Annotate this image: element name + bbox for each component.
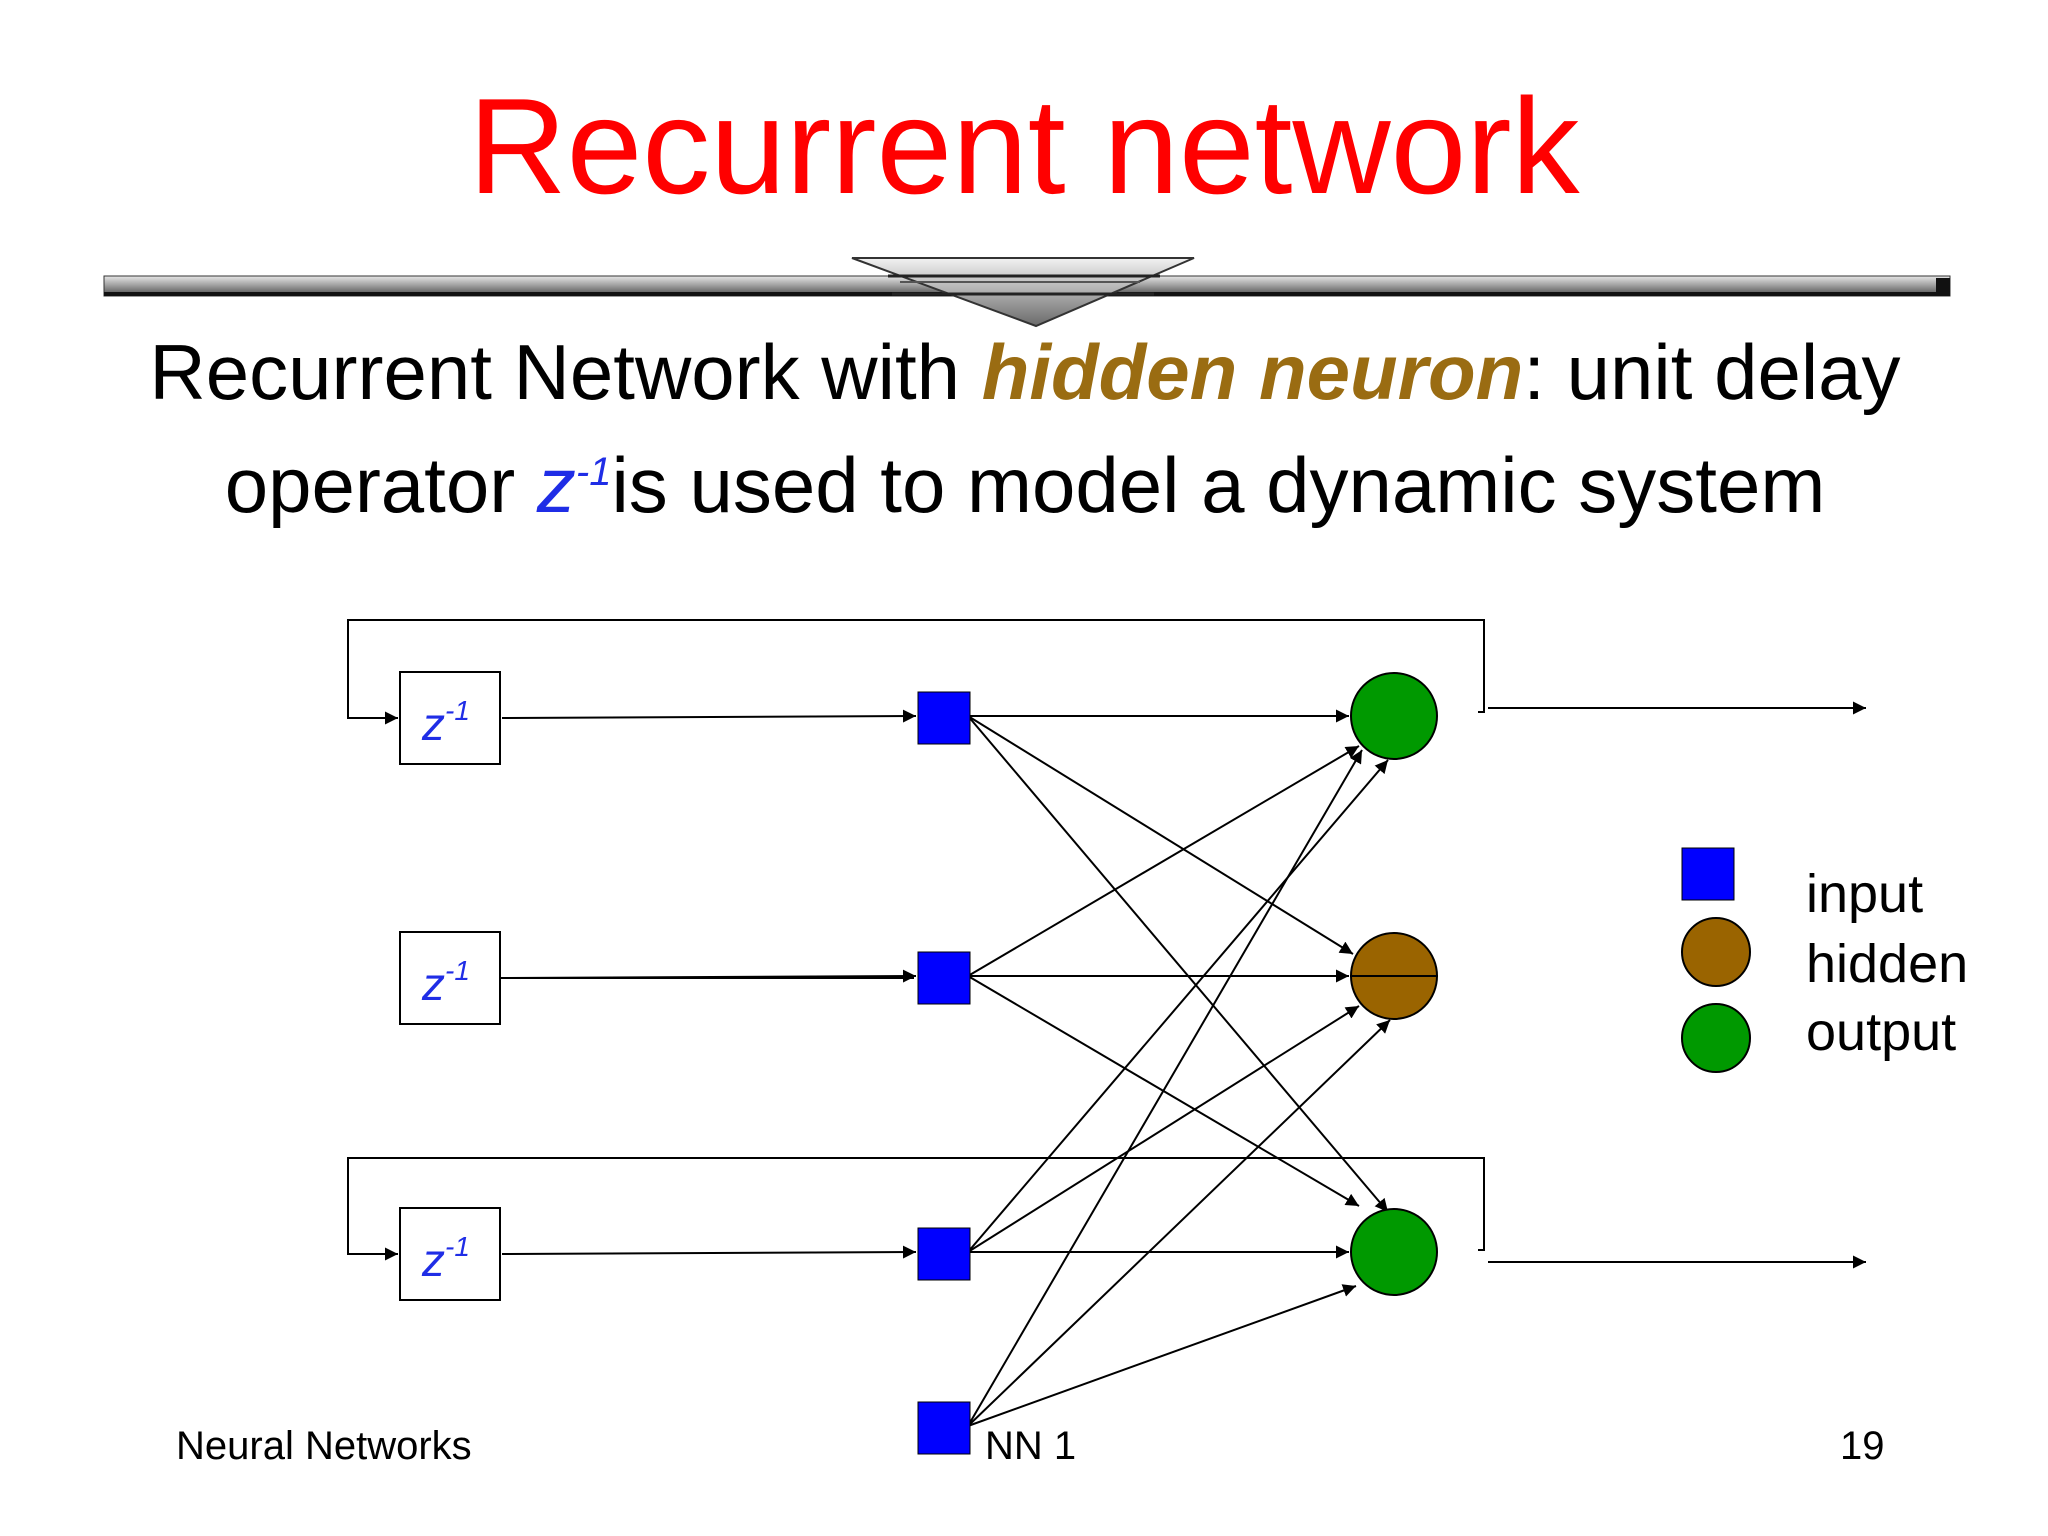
- legend-hidden-label: hidden: [1806, 934, 1968, 994]
- subtitle-part3: operator: [224, 441, 537, 529]
- output-neuron-2: [1350, 1208, 1438, 1296]
- input-node-3: [917, 1227, 971, 1281]
- legend-output-marker: [1681, 1003, 1751, 1073]
- legend-input-label: input: [1806, 864, 1923, 924]
- delay-label-base: z: [421, 698, 445, 750]
- delay-unit-1: z-1: [399, 671, 501, 765]
- slide-subtitle: Recurrent Network with hidden neuron: un…: [120, 322, 1930, 535]
- delay1-to-input1: [501, 709, 917, 723]
- delay-unit-2: z-1: [399, 931, 501, 1025]
- legend: input hidden output: [1681, 847, 1968, 1073]
- delay-label-exponent: -1: [445, 955, 470, 986]
- feedback-loop-bottom: [347, 1157, 1485, 1261]
- subtitle-part2: : unit delay: [1523, 328, 1901, 416]
- svg-text:z-1: z-1: [421, 1231, 470, 1286]
- delay-unit-3: z-1: [399, 1207, 501, 1301]
- subtitle-operator: z-1: [537, 441, 612, 529]
- title-divider: [103, 257, 1951, 328]
- subtitle-part1: Recurrent Network with: [149, 328, 982, 416]
- subtitle-part4: is used to model a dynamic system: [611, 441, 1826, 529]
- subtitle-emphasis: hidden neuron: [981, 328, 1524, 416]
- delay-label-base: z: [421, 958, 445, 1010]
- legend-output-label: output: [1806, 1002, 1956, 1062]
- delay3-to-input3: [501, 1245, 917, 1259]
- input-node-4: [917, 1401, 971, 1455]
- svg-text:z-1: z-1: [421, 695, 470, 750]
- output-neuron-1: [1350, 672, 1438, 760]
- operator-base: z: [536, 441, 576, 529]
- network-connections: [967, 709, 1391, 1427]
- footer-course-name: Neural Networks: [176, 1424, 472, 1468]
- input-node-1: [917, 691, 971, 745]
- legend-hidden-marker: [1681, 917, 1751, 987]
- svg-text:z-1: z-1: [421, 955, 470, 1010]
- footer-section: NN 1: [985, 1424, 1077, 1468]
- footer-page-number: 19: [1840, 1424, 1885, 1468]
- legend-input-marker: [1681, 847, 1735, 901]
- feedback-loop-top: [347, 619, 1485, 725]
- input-node-2: [917, 951, 971, 1005]
- delay-label-exponent: -1: [445, 1231, 470, 1262]
- operator-exponent: -1: [575, 450, 612, 494]
- delay-label-exponent: -1: [445, 695, 470, 726]
- slide-title: Recurrent network: [468, 70, 1580, 222]
- delay-label-base: z: [421, 1234, 445, 1286]
